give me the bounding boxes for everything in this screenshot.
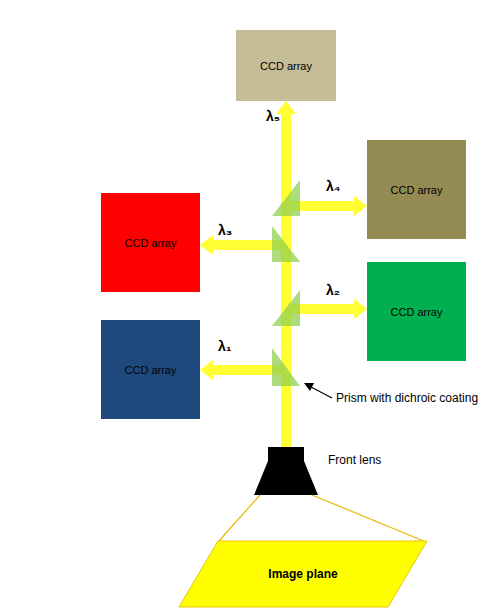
wavelength-label: λ₁ [218,338,232,354]
box-label: CCD array [391,306,443,318]
ccd-array-box: CCD array [367,262,466,361]
prism [272,180,300,216]
box-label: CCD array [125,237,177,249]
callout-leader [304,383,332,398]
light-cone [218,495,426,542]
ccd-array-box: CCD array [367,140,466,239]
box-label: CCD array [391,184,443,196]
wavelength-label: λ₅ [266,108,280,124]
front-lens: Front lens [254,447,318,495]
wavelength-label: λ₂ [326,282,340,298]
lens-shape [254,447,318,495]
prism [272,226,300,262]
image-plane: Image plane [178,540,428,608]
light-beam [200,235,286,447]
callout-label: Prism with dichroic coating [336,391,478,405]
box-label: CCD array [260,60,312,72]
lens-label: Front lens [328,453,381,467]
wavelength-label: λ₃ [218,222,232,238]
ccd-array-box: CCD array [101,320,200,419]
box-label: CCD array [125,364,177,376]
ccd-array-box: CCD array [236,30,336,101]
prism [272,348,300,386]
plane-label: Image plane [268,567,337,581]
prism [272,290,300,326]
wavelength-label: λ₄ [326,178,340,194]
ccd-array-box: CCD array [101,193,200,292]
